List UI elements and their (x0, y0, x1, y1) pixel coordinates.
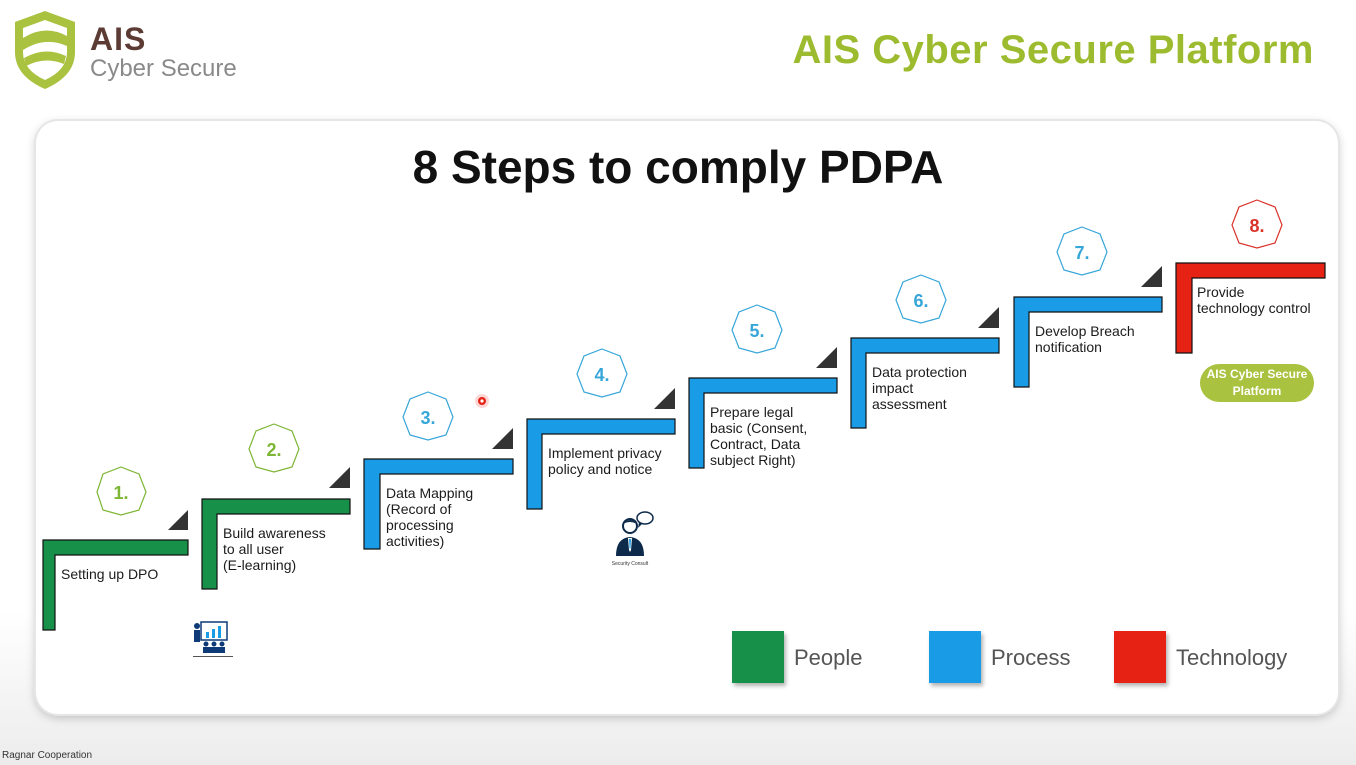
logo-wordmark: AIS (90, 21, 147, 57)
security-consult-icon: Security Consult (612, 511, 654, 567)
content-panel (36, 121, 1338, 714)
step-1-line-1: Setting up DPO (61, 566, 159, 582)
legend-process-label: Process (991, 645, 1071, 670)
step-3-number: 3. (420, 408, 435, 428)
step-4-number: 4. (594, 365, 609, 385)
step-1-badge (96, 466, 147, 516)
step-3-line-1: Data Mapping (386, 485, 474, 501)
step-6-line-3: assessment (872, 396, 947, 412)
platform-badge-line-2: Platform (1232, 384, 1282, 398)
step-5-line-3: Contract, Data (710, 436, 801, 452)
step-2-line-3: (E-learning) (223, 557, 297, 573)
step-4-line-2: policy and notice (548, 461, 653, 477)
step-2-line-1: Build awareness (223, 525, 326, 541)
legend-technology-label: Technology (1176, 645, 1288, 670)
step-8: 8. (1175, 199, 1326, 354)
step-3-line-3: processing (386, 517, 454, 533)
step-5-text: Prepare legal basic (Consent, Contract, … (710, 404, 807, 468)
step-7-text: Develop Breach notification (1035, 323, 1135, 355)
step-2-bar (201, 498, 351, 590)
step-6-number: 6. (913, 291, 928, 311)
brand-title: AIS Cyber Secure Platform (792, 28, 1314, 72)
step-7-arrow (1141, 266, 1162, 287)
step-5-bar (688, 377, 838, 469)
step-6-bar (850, 337, 1000, 429)
step-4-arrow (654, 388, 675, 409)
step-4: 4. (526, 348, 676, 510)
step-6-arrow (978, 307, 999, 328)
step-1-text: Setting up DPO (61, 566, 158, 582)
legend-process-swatch (929, 631, 981, 683)
step-7-number: 7. (1074, 243, 1089, 263)
step-7-line-2: notification (1035, 339, 1102, 355)
step-3-line-4: activities) (386, 533, 445, 549)
pointer-dot (475, 394, 489, 408)
step-3-bar (363, 458, 514, 550)
step-5-number: 5. (749, 321, 764, 341)
step-8-number: 8. (1249, 216, 1264, 236)
step-5: 5. (688, 304, 838, 469)
step-8-line-1: Provide (1197, 284, 1245, 300)
consult-caption: Security Consult (612, 561, 649, 567)
legend-people-label: People (794, 645, 863, 670)
step-6-line-2: impact (872, 380, 914, 396)
step-7: 7. (1013, 226, 1163, 388)
step-8-line-2: technology control (1197, 300, 1311, 316)
step-7-badge (1056, 226, 1108, 276)
step-6-badge (895, 274, 947, 324)
step-1-bar (42, 539, 189, 631)
step-4-text: Implement privacy policy and notice (548, 445, 662, 477)
step-6: 6. (850, 274, 1000, 429)
step-3-text: Data Mapping (Record of processing activ… (386, 485, 473, 549)
shield-logo-icon (15, 11, 75, 89)
ais-logo: AIS Cyber Secure (10, 8, 250, 94)
step-2-number: 2. (266, 440, 281, 460)
page-title: 8 Steps to comply PDPA (412, 141, 944, 193)
platform-badge-line-1: AIS Cyber Secure (1206, 367, 1308, 381)
step-5-badge (731, 304, 783, 354)
step-5-line-2: basic (Consent, (710, 420, 808, 436)
legend-people-swatch (732, 631, 784, 683)
step-3-line-2: (Record of (386, 501, 452, 517)
platform-badge: AIS Cyber Secure Platform (1200, 364, 1314, 402)
step-7-bar (1013, 296, 1163, 388)
step-5-line-4: subject Right) (710, 452, 796, 468)
legend-technology-swatch (1114, 631, 1166, 683)
step-2-arrow (329, 467, 350, 488)
step-7-line-1: Develop Breach (1035, 323, 1135, 339)
step-2-text: Build awareness to all user (E-learning) (223, 525, 326, 573)
step-1-number: 1. (113, 483, 128, 503)
step-5-arrow (816, 347, 837, 368)
step-8-bar (1175, 262, 1326, 354)
step-3: 3. (363, 391, 514, 550)
step-6-text: Data protection impact assessment (872, 364, 967, 412)
step-2-line-2: to all user (223, 541, 284, 557)
training-presentation-icon (193, 621, 233, 657)
footer-credit: Ragnar Cooperation (2, 750, 93, 761)
step-5-line-1: Prepare legal (710, 404, 794, 420)
step-3-arrow (492, 428, 513, 449)
step-8-badge (1231, 199, 1283, 249)
step-4-badge (576, 348, 628, 398)
step-1-arrow (168, 510, 188, 530)
step-3-badge (402, 391, 454, 441)
step-8-text: Provide technology control (1197, 284, 1311, 316)
step-2-badge (248, 423, 300, 473)
step-1: 1. (42, 466, 189, 631)
step-4-bar (526, 418, 676, 510)
step-2: 2. (201, 423, 351, 590)
step-4-line-1: Implement privacy (548, 445, 662, 461)
step-6-line-1: Data protection (872, 364, 967, 380)
logo-subtitle: Cyber Secure (90, 55, 237, 82)
